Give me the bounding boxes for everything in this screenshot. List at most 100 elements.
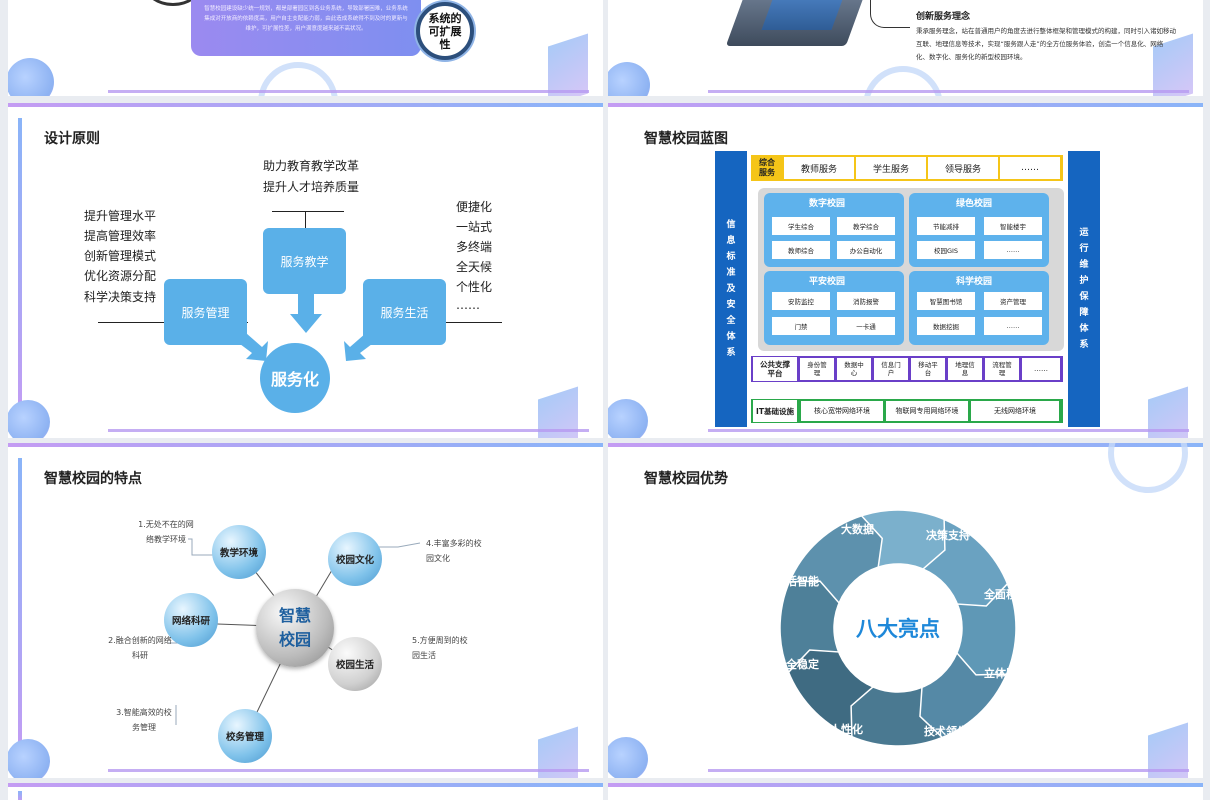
segment-label: 大数据: [841, 523, 874, 536]
cycle-segment: [788, 514, 884, 605]
center-label: 八大亮点: [856, 617, 940, 641]
item-text: 一卡通: [856, 323, 876, 331]
platform-cell: 信息门户: [874, 358, 908, 380]
cell-text: 学生服务: [872, 164, 909, 175]
cell-text: 教师服务: [800, 164, 837, 175]
segment-label: 立体服务: [984, 667, 1028, 680]
info-paragraph: 智慧校园建设缺少统一规划，都是部署园区到各业务系统，导致部署困难，业务系统集成对…: [204, 6, 408, 32]
item-text: ……: [1006, 322, 1020, 330]
group-item: 智慧图书馆: [917, 292, 975, 310]
service-cell: ……: [1000, 157, 1060, 179]
platform-cell: ……: [1022, 358, 1060, 380]
decor-slant: [548, 33, 588, 96]
cell-text: ……: [1034, 365, 1048, 373]
group-item: 教学综合: [837, 217, 895, 235]
down-arrow: [290, 294, 322, 333]
decor-ring: [1108, 443, 1188, 493]
item-text: ……: [1006, 246, 1020, 254]
pillar-label: 运行维护保障体系: [1079, 228, 1089, 350]
slide-campus-blueprint[interactable]: 智慧校园蓝图 信息标准及安全体系 运行维护保障体系 综合服务 教师服务 学生服务…: [608, 103, 1203, 438]
slide-campus-features[interactable]: 智慧校园的特点 智慧校园 教学环境 校园文化 网络科研 校园生活 校务管理 1.…: [8, 443, 603, 778]
item-text: 教学综合: [853, 223, 879, 231]
slide-title: 智慧校园的特点: [44, 471, 142, 487]
cell-text: 无线网络环境: [994, 407, 1036, 415]
center-label: 智慧校园: [278, 606, 311, 649]
infra-cell: 无线网络环境: [971, 401, 1059, 421]
serve-management-box: 服务管理: [164, 279, 247, 345]
slide-title: 智慧校园优势: [644, 471, 728, 487]
arrow-layer: [236, 294, 376, 361]
decor-left-line: [18, 118, 22, 423]
decor-left-line: [18, 458, 22, 763]
scalability-badge: 系统的可扩展性: [416, 2, 474, 60]
group-title: 绿色校园: [956, 199, 993, 209]
box-label: 服务生活: [380, 305, 429, 320]
decor-line: [108, 769, 589, 772]
item-text: 智慧图书馆: [929, 298, 963, 306]
info-panel: 智慧校园建设缺少统一规划，都是部署园区到各业务系统，导致部署困难，业务系统集成对…: [191, 0, 421, 56]
life-line: 全天候: [456, 260, 493, 274]
row-label-text: 公共支撑平台: [760, 360, 790, 378]
row-label-text: 综合服务: [759, 158, 775, 177]
cell-text: 身份管理: [807, 361, 827, 377]
group-title: 科学校园: [956, 277, 993, 287]
concept-heading: 创新服务理念: [916, 12, 971, 22]
box-label: 服务教学: [280, 254, 329, 269]
connector-line: [870, 0, 910, 28]
group-item: ……: [984, 317, 1042, 335]
row-label: 公共支撑平台: [753, 357, 797, 381]
center-node: 智慧校园: [256, 589, 334, 667]
service-cell: 领导服务: [928, 157, 998, 179]
decor-line: [108, 429, 589, 432]
group-item: 安防监控: [772, 292, 830, 310]
row-label: IT基础设施: [753, 400, 797, 422]
group-item: 节能减排: [917, 217, 975, 235]
item-text: 学生综合: [788, 223, 814, 231]
life-underline: [400, 322, 502, 323]
feature-note: 4.丰富多彩的校园文化: [426, 539, 482, 563]
life-line: 个性化: [456, 280, 493, 294]
goal-underline: [272, 211, 344, 212]
slide-next-left[interactable]: [8, 783, 603, 800]
life-line: 一站式: [456, 220, 493, 234]
decor-circle: [8, 739, 50, 778]
group-item: 数据挖掘: [917, 317, 975, 335]
node-label: 网络科研: [171, 616, 210, 627]
life-line: 便捷化: [456, 200, 493, 214]
cell-text: ……: [1021, 163, 1039, 173]
group-item: 智能楼宇: [984, 217, 1042, 235]
slide-next-right[interactable]: [608, 783, 1203, 800]
right-pillar: 运行维护保障体系: [1068, 151, 1100, 427]
serve-life-box: 服务生活: [363, 279, 446, 345]
slide-design-principles[interactable]: 设计原则 助力教育教学改革 提升人才培养质量 提升管理水平 提高管理效率 创新管…: [8, 103, 603, 438]
item-text: 校园GIS: [933, 247, 959, 255]
cycle-diagram: [779, 509, 1017, 747]
service-cell: 学生服务: [856, 157, 926, 179]
cell-text: 信息门户: [881, 361, 901, 377]
manage-line: 优化资源分配: [84, 269, 157, 283]
concept-paragraph: 秉承服务理念，站在普通用户的角度去进行整体框架和管理模式的构建，同时引入诸如移动…: [916, 27, 1176, 61]
left-pillar: 信息标准及安全体系: [715, 151, 747, 427]
center-service-circle: 服务化: [260, 343, 330, 413]
slide-campus-advantages[interactable]: 智慧校园优势 八大亮点 大数据 决策支持 全面移动 立体服务 技术领先 人性化 …: [608, 443, 1203, 778]
group-item: 门禁: [772, 317, 830, 335]
cell-text: 核心宽带网络环境: [814, 407, 870, 415]
row-label: 综合服务: [753, 156, 781, 180]
feature-note: 2.融合创新的网络科研: [108, 636, 172, 660]
decor-topbar: [8, 783, 603, 787]
decor-line: [708, 429, 1189, 432]
item-text: 门禁: [794, 323, 808, 331]
row-label-text: IT基础设施: [756, 406, 794, 416]
infra-cell: 核心宽带网络环境: [801, 401, 883, 421]
decor-topbar: [8, 103, 603, 107]
infra-cell: 物联网专用网络环境: [886, 401, 968, 421]
item-text: 资产管理: [1000, 298, 1026, 306]
slide-service-concept[interactable]: 创新服务理念 秉承服务理念，站在普通用户的角度去进行整体框架和管理模式的构建，同…: [608, 0, 1203, 96]
feature-note: 5.方便周到的校园生活: [412, 636, 468, 660]
item-text: 消防报警: [853, 298, 879, 306]
group-item: 一卡通: [837, 317, 895, 335]
group-item: 校园GIS: [917, 241, 975, 259]
segment-label: 决策支持: [926, 529, 970, 542]
life-line: ……: [456, 298, 480, 312]
slide-system-scalability[interactable]: 智慧校园建设缺少统一规划，都是部署园区到各业务系统，导致部署困难，业务系统集成对…: [8, 0, 603, 96]
